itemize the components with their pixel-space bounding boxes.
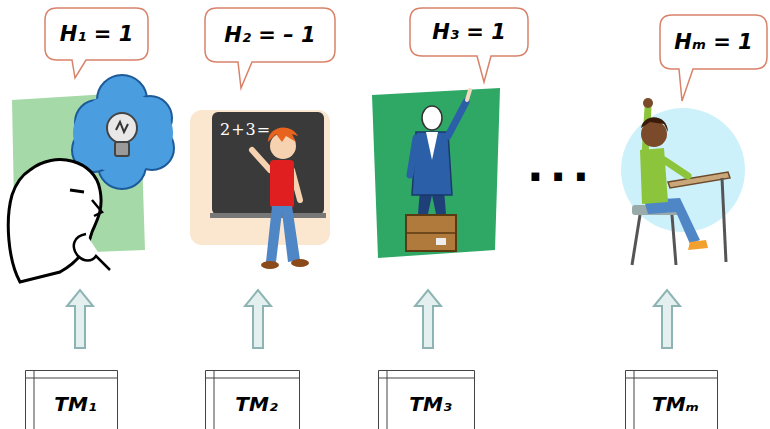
tape-box: TM₃ <box>378 370 475 429</box>
chalk-text: 2+3= <box>220 120 271 139</box>
tape-box: TM₂ <box>205 370 300 429</box>
hypothesis-text: H₃ = 1 <box>432 20 506 44</box>
tape-line <box>634 371 635 429</box>
hypothesis-text: H₁ = 1 <box>60 22 134 46</box>
tape-line <box>206 371 300 429</box>
tape-box: TM₁ <box>25 370 118 429</box>
machine-label: TM₂ <box>235 392 277 416</box>
tape-line <box>206 378 300 379</box>
up-arrow <box>67 290 680 348</box>
machine-label: TM₁ <box>54 392 96 416</box>
bubble-shape <box>205 8 335 88</box>
tape-line <box>387 371 388 429</box>
tape-line <box>626 378 718 379</box>
student-figure <box>621 98 745 265</box>
tape-line <box>626 371 718 429</box>
bubble-shape <box>45 8 148 78</box>
ellipsis: ... <box>527 140 595 191</box>
tape-line <box>214 371 215 429</box>
machine-label: TM₃ <box>409 392 451 416</box>
thinker-figure <box>8 75 174 282</box>
hypothesis-text: Hₘ = 1 <box>674 30 752 54</box>
speech-bubble: H₃ = 1 <box>410 8 528 56</box>
tape-box: TMₘ <box>625 370 718 429</box>
tape-line <box>379 371 475 429</box>
tape-line <box>34 371 35 429</box>
speech-bubble: H₂ = – 1 <box>205 8 335 62</box>
chalkboard-figure <box>190 110 330 269</box>
speech-bubble: Hₘ = 1 <box>660 15 767 69</box>
bubble-shape <box>410 8 528 82</box>
tape-line <box>26 378 118 379</box>
tape-line <box>379 378 475 379</box>
speech-bubble: H₁ = 1 <box>45 8 148 60</box>
hypothesis-text: H₂ = – 1 <box>224 23 315 47</box>
bubble-shape <box>660 15 767 101</box>
speaker-figure <box>372 88 500 258</box>
tape-line <box>26 371 118 429</box>
machine-label: TMₘ <box>652 392 699 416</box>
